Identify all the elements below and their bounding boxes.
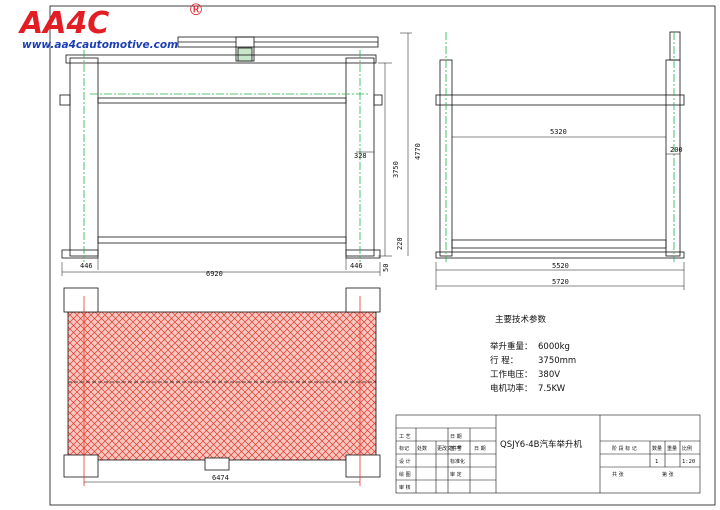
dim-column: 328 <box>354 152 367 160</box>
top-view <box>63 287 381 486</box>
front-right-base <box>345 249 381 259</box>
front-platform <box>97 97 347 104</box>
sheet-no-label: 第 张 <box>662 471 674 478</box>
dim-gap: 50 <box>382 264 390 272</box>
logo-text: AA4C <box>18 6 109 41</box>
bottom-right-post <box>345 454 381 478</box>
registered-mark: ® <box>188 0 204 19</box>
front-top-crossbeam <box>65 54 377 64</box>
drawing-title: QSJY6-4B汽车举升机 <box>500 439 582 450</box>
spec-value-3: 7.5KW <box>538 384 566 394</box>
front-left-base <box>61 249 99 259</box>
side-right-column <box>665 59 681 257</box>
front-view <box>59 32 412 276</box>
stage-label: 阶 段 标 记 <box>612 445 637 452</box>
front-bottom-platform <box>97 236 347 244</box>
top-right-post <box>345 287 381 313</box>
spec-label-1: 行 程： <box>490 355 518 366</box>
sign-row-2-left: 审 核 <box>399 484 411 491</box>
dim-side-base: 5520 <box>552 262 569 270</box>
sheet-border <box>49 5 716 506</box>
scale-label: 比例 <box>682 445 692 452</box>
front-left-column <box>69 57 99 257</box>
dim-side-inner: 5320 <box>550 128 567 136</box>
spec-label-2: 工作电压： <box>490 369 533 380</box>
spec-value-1: 3750mm <box>538 356 576 366</box>
dim-total-width: 6920 <box>206 270 223 278</box>
sign-row-1-right: 审 定 <box>450 471 462 478</box>
qty-value: 1 <box>655 459 658 465</box>
side-base <box>435 251 685 259</box>
bottom-left-post <box>63 454 99 478</box>
dim-height: 3750 <box>392 161 400 178</box>
spec-label-0: 举升重量： <box>490 341 533 352</box>
sheets-label: 共 张 <box>612 471 624 478</box>
title-block <box>395 414 701 494</box>
dim-right-base: 446 <box>350 262 363 270</box>
sign-row-3-left: 工 艺 <box>399 434 411 440</box>
sign-row-1-left: 绘 图 <box>399 471 411 478</box>
spec-block: 主要技术参数 举升重量： 6000kg 行 程： 3750mm 工作电压： 38… <box>490 314 576 394</box>
dim-left-base: 446 <box>80 262 93 270</box>
side-bottom-beam <box>451 239 667 249</box>
top-left-post <box>63 287 99 313</box>
spec-value-0: 6000kg <box>538 342 570 352</box>
rev-header-0: 标记 <box>399 445 409 452</box>
spec-title: 主要技术参数 <box>495 314 547 325</box>
dim-bottom: 220 <box>396 237 404 250</box>
sign-row-3-right: 日 期 <box>450 434 462 440</box>
top-motor <box>204 457 230 471</box>
dim-height-outer: 4770 <box>414 143 422 160</box>
dim-side-column: 200 <box>670 146 683 154</box>
dim-side-total: 5720 <box>552 278 569 286</box>
qty-label: 数量 <box>652 445 662 452</box>
sign-row-0-right: 标准化 <box>450 458 465 465</box>
weight-label: 重量 <box>667 445 677 452</box>
brand-logo: AA4C ® www.aa4cautomotive.com <box>18 0 204 51</box>
scale-value: 1:20 <box>682 459 695 465</box>
logo-website: www.aa4cautomotive.com <box>22 39 178 51</box>
rev-header-3: 签 字 <box>450 445 462 452</box>
spec-label-3: 电机功率： <box>490 383 533 394</box>
rev-header-2: 更改文件号 <box>437 445 462 452</box>
spec-value-2: 380V <box>538 370 560 380</box>
side-view <box>435 31 685 290</box>
rev-header-4: 日 期 <box>474 446 486 452</box>
rev-header-1: 处数 <box>417 445 427 452</box>
motor-housing <box>237 47 253 62</box>
sign-row-0-left: 设 计 <box>399 458 411 465</box>
side-top-beam <box>435 94 685 106</box>
top-platform-hatch <box>67 311 377 461</box>
dim-top-width: 6474 <box>212 474 229 482</box>
